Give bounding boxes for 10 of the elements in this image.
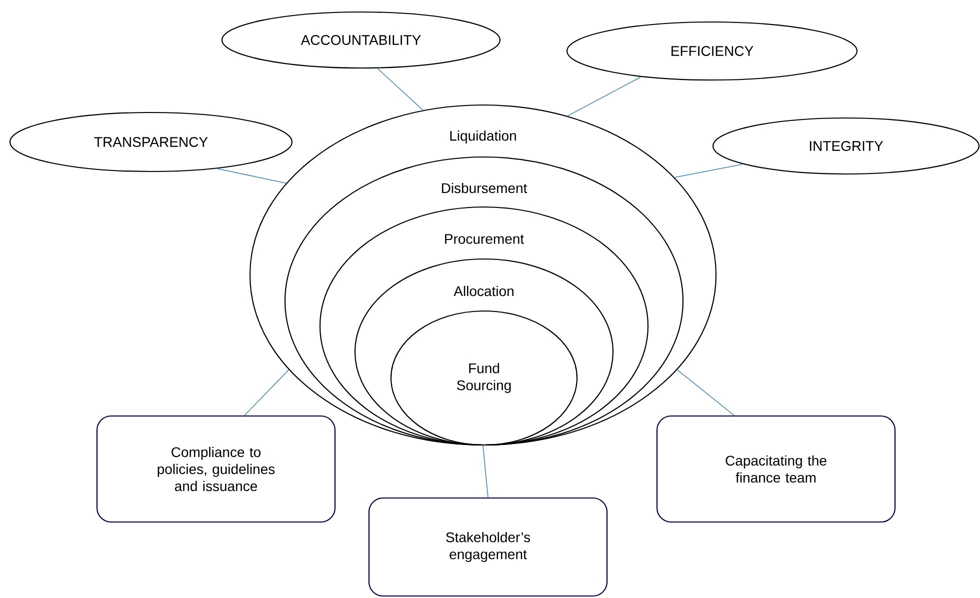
connector-line xyxy=(482,445,488,498)
rounded-box: Stakeholder’s engagement xyxy=(368,497,608,597)
rounded-box: Compliance to policies, guidelines and issuance xyxy=(96,415,336,523)
connector-line xyxy=(244,369,290,416)
connector-line xyxy=(567,76,642,116)
connector-line xyxy=(676,369,735,416)
connector-line xyxy=(674,164,744,178)
connector-line xyxy=(376,68,424,111)
rounded-box: Capacitating the finance team xyxy=(656,415,896,523)
connector-line xyxy=(216,168,287,184)
